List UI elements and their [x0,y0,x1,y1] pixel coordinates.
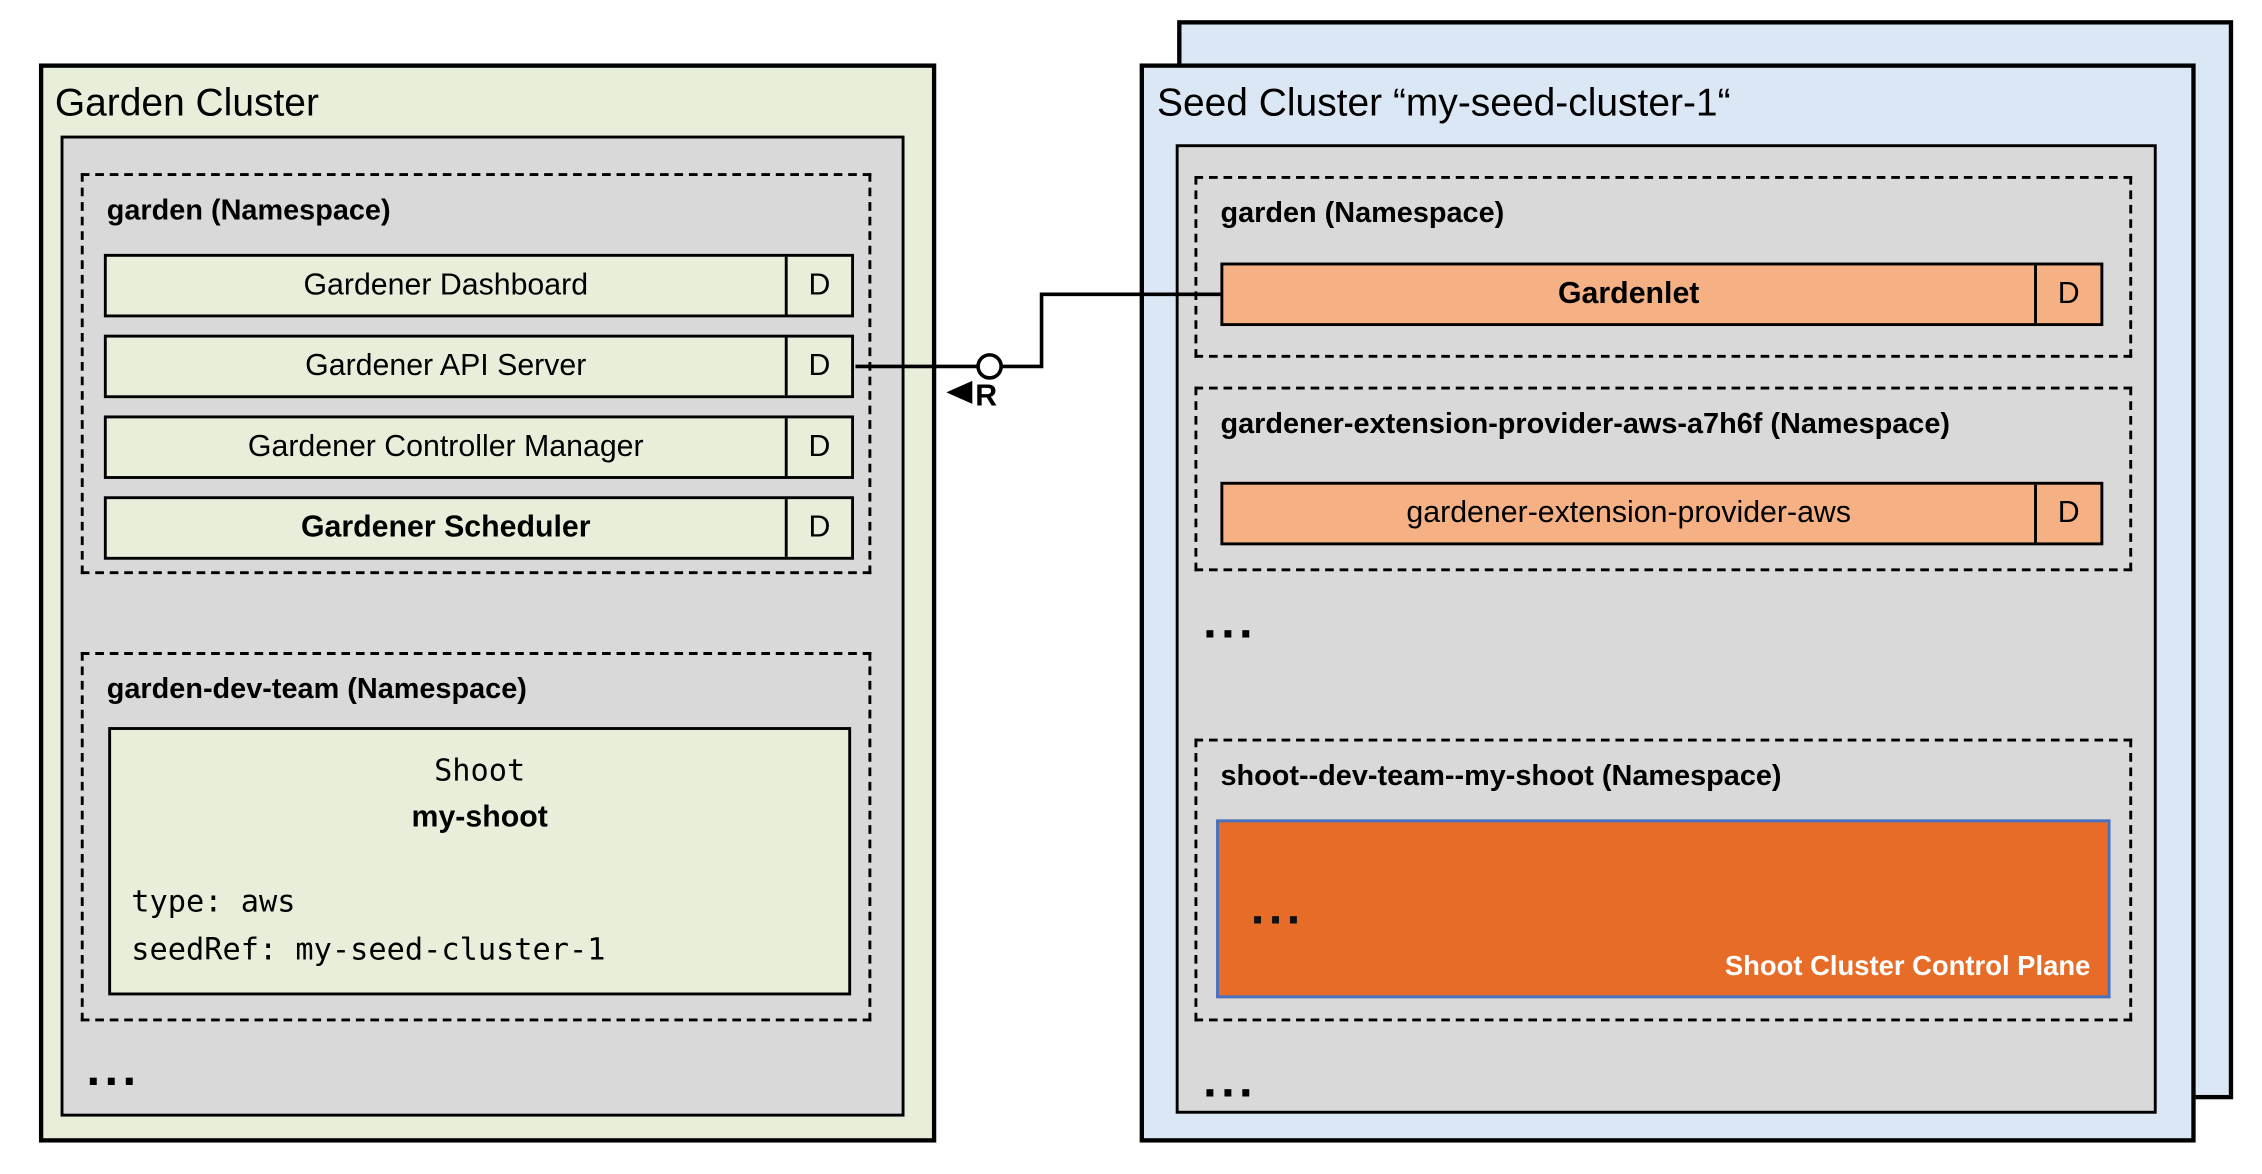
component-gardener-scheduler: Gardener Scheduler D [103,496,855,560]
seed-extension-namespace-label: gardener-extension-provider-aws-a7h6f (N… [1220,408,1950,440]
deployment-badge: D [784,499,851,557]
seed-cluster-ellipsis-mid: ... [1203,594,1258,650]
component-gardener-extension-provider-aws: gardener-extension-provider-aws D [1220,481,2104,546]
garden-namespace-box [80,173,872,575]
shoot-namespace-box [1194,738,2133,1022]
seed-garden-namespace-label: garden (Namespace) [1220,197,1505,230]
garden-cluster-ellipsis: ... [86,1041,141,1097]
seed-garden-namespace-box [1194,175,2133,358]
shoot-spec-type: type: aws [131,884,296,920]
component-label: Gardener API Server [305,349,587,383]
shoot-spacer [131,841,828,879]
seed-cluster-title: Seed Cluster “my-seed-cluster-1“ [1156,80,1731,125]
component-gardener-controller-manager: Gardener Controller Manager D [103,415,855,479]
garden-cluster-title: Garden Cluster [54,80,319,125]
shoot-spec-seedref: seedRef: my-seed-cluster-1 [131,931,606,967]
component-label: Gardener Scheduler [300,510,591,544]
component-gardenlet: Gardenlet D [1220,262,2104,327]
control-plane-label: Shoot Cluster Control Plane [1724,952,2091,983]
garden-dev-team-namespace-box [80,652,872,1022]
interface-ball-icon [976,353,1003,380]
component-label: Gardener Controller Manager [247,429,644,464]
component-gardener-api-server: Gardener API Server D [103,334,855,399]
shoot-cluster-control-plane-box: ... Shoot Cluster Control Plane [1216,819,2111,999]
component-gardener-dashboard: Gardener Dashboard D [103,253,855,318]
garden-namespace-label: garden (Namespace) [106,194,391,227]
connector-label: R [975,379,997,412]
seed-cluster-ellipsis-bottom: ... [1203,1053,1258,1108]
deployment-badge: D [2034,265,2100,324]
deployment-badge: D [784,256,851,315]
control-plane-ellipsis: ... [1250,879,1305,935]
shoot-namespace-label: shoot--dev-team--my-shoot (Namespace) [1220,760,1782,792]
component-label: Gardener Dashboard [303,268,589,302]
shoot-resource-box: Shoot my-shoot type: aws seedRef: my-see… [108,727,852,996]
shoot-kind: Shoot [434,753,526,788]
component-label: Gardenlet [1557,276,1700,311]
request-direction-arrow-icon [946,380,973,404]
shoot-name: my-shoot [411,799,548,834]
component-label: gardener-extension-provider-aws [1406,496,1851,530]
deployment-badge: D [2034,484,2100,543]
deployment-badge: D [784,418,851,477]
deployment-badge: D [784,337,851,396]
seed-extension-namespace-box [1194,386,2133,572]
garden-dev-team-namespace-label: garden-dev-team (Namespace) [106,673,527,706]
